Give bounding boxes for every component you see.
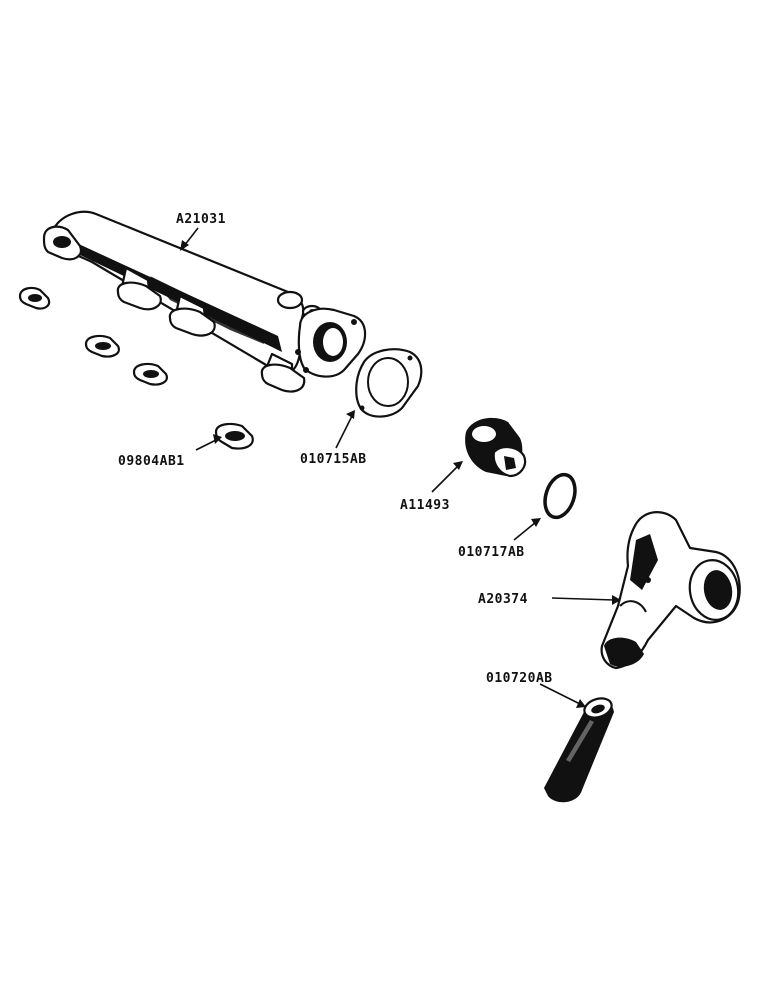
- thermostat-seal: [543, 472, 577, 520]
- leader-lines: [180, 227, 621, 708]
- port-gasket-1: [18, 286, 51, 310]
- port-gasket-3: [132, 362, 168, 386]
- label-hose: 010720AB: [486, 671, 553, 686]
- label-thermostat-seal: 010717AB: [458, 545, 525, 560]
- label-outlet-gasket: 010715AB: [300, 452, 367, 467]
- thermostat: [465, 417, 527, 478]
- port-gasket-2: [84, 334, 120, 358]
- exhaust-manifold: [42, 210, 367, 393]
- water-outlet-elbow: [600, 511, 741, 670]
- label-manifold-gasket: 09804AB1: [118, 454, 185, 469]
- part-labels: A21031 09804AB1 010715AB A11493 010717AB…: [118, 212, 553, 686]
- label-exhaust-manifold: A21031: [176, 212, 226, 227]
- hose: [544, 697, 614, 803]
- label-thermostat: A11493: [400, 498, 450, 513]
- port-gasket-4: [214, 422, 254, 450]
- label-water-outlet-elbow: A20374: [478, 592, 528, 607]
- outlet-flange-gasket: [355, 348, 423, 418]
